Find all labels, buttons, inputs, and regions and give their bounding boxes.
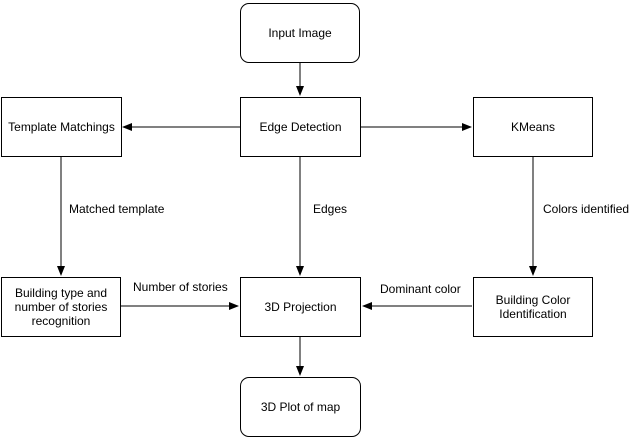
node-kmeans-label: KMeans — [510, 120, 556, 134]
edge-label-dominant-color: Dominant color — [380, 282, 461, 296]
edge-label-number-of-stories: Number of stories — [133, 280, 228, 294]
node-input-image: Input Image — [240, 3, 360, 63]
node-edge-detection-label: Edge Detection — [259, 120, 342, 134]
node-building-type-label: Building type and number of stories reco… — [14, 286, 108, 328]
node-kmeans: KMeans — [473, 97, 593, 157]
node-3d-plot-label: 3D Plot of map — [260, 400, 341, 414]
node-3d-projection-label: 3D Projection — [264, 300, 337, 314]
node-template-matchings: Template Matchings — [1, 97, 122, 157]
node-building-type: Building type and number of stories reco… — [1, 277, 121, 337]
node-building-color: Building Color Identification — [473, 277, 593, 337]
node-edge-detection: Edge Detection — [240, 97, 361, 157]
edge-label-edges: Edges — [313, 202, 348, 216]
edge-label-matched-template: Matched template — [69, 202, 165, 216]
node-building-color-label: Building Color Identification — [495, 293, 571, 321]
node-3d-plot: 3D Plot of map — [240, 377, 361, 437]
edge-label-colors-identified: Colors identified — [543, 202, 630, 216]
node-template-matchings-label: Template Matchings — [8, 120, 115, 134]
node-input-image-label: Input Image — [268, 26, 332, 40]
node-3d-projection: 3D Projection — [240, 277, 361, 337]
